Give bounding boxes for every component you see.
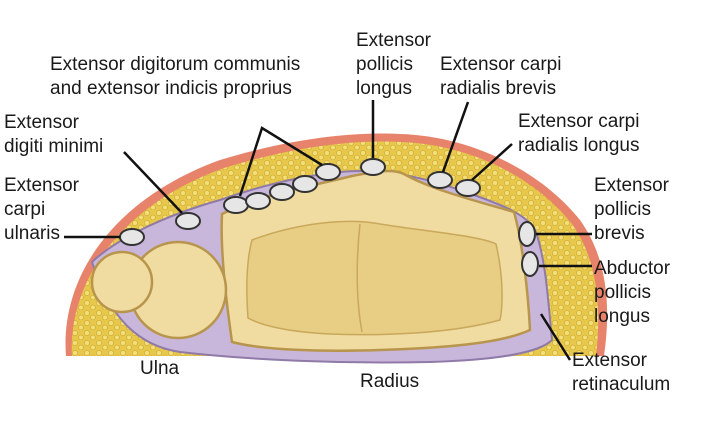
- label-pollicis-longus-line-3: longus: [356, 78, 412, 99]
- label-pollicis-longus-line-2: pollicis: [356, 54, 414, 75]
- label-pollicis-brevis-line-1: Extensor: [594, 175, 669, 196]
- label-digitorum: Extensor digitorum communis and extensor…: [50, 53, 300, 101]
- tendon-digitorum-1: [223, 196, 249, 214]
- radius-ridge: [356, 223, 363, 333]
- label-radialis-brevis: Extensor carpi radialis brevis: [440, 53, 561, 101]
- tendon-digitorum-3: [269, 183, 295, 201]
- tendon-radialis-longus: [455, 179, 481, 197]
- label-pollicis-longus-line-1: Extensor: [356, 30, 431, 51]
- tendon-digitorum-5: [315, 163, 341, 181]
- tendon-digitorum-2: [245, 192, 271, 210]
- label-carpi-ulnaris-line-1: Extensor: [4, 175, 79, 196]
- label-digiti-minimi-line-1: Extensor: [4, 112, 79, 133]
- tendon-pollicis-brevis: [518, 221, 536, 247]
- leader-retinaculum: [539, 313, 572, 361]
- leader-digiti-minimi: [123, 151, 183, 214]
- tendon-carpi-ulnaris: [119, 228, 145, 246]
- label-carpi-ulnaris-line-2: carpi: [4, 199, 46, 220]
- label-pollicis-brevis: Extensor pollicis brevis: [594, 174, 669, 246]
- label-digitorum-line-1: Extensor digitorum communis: [50, 54, 301, 75]
- label-digiti-minimi: Extensor digiti minimi: [4, 111, 103, 159]
- label-radius-text: Radius: [360, 371, 420, 392]
- ulna-styloid: [90, 250, 154, 314]
- radius-articular-surface: [246, 220, 503, 336]
- label-retinaculum-line-1: Extensor: [572, 350, 647, 371]
- label-radialis-brevis-line-2: radialis brevis: [440, 78, 557, 99]
- tendon-digiti-minimi: [175, 212, 201, 230]
- label-abductor-line-3: longus: [594, 306, 650, 327]
- label-digitorum-line-2: and extensor indicis proprius: [50, 78, 292, 99]
- label-pollicis-longus: Extensor pollicis longus: [356, 29, 431, 101]
- label-abductor: Abductor pollicis longus: [594, 257, 670, 329]
- label-pollicis-brevis-line-2: pollicis: [594, 199, 652, 220]
- tendon-abductor: [521, 251, 539, 277]
- label-pollicis-brevis-line-3: brevis: [594, 223, 645, 244]
- label-radius: Radius: [360, 370, 419, 394]
- label-retinaculum: Extensor retinaculum: [572, 349, 670, 397]
- label-radialis-longus-line-2: radialis longus: [518, 135, 640, 156]
- label-radialis-brevis-line-1: Extensor carpi: [440, 54, 562, 75]
- tendon-digitorum-4: [292, 175, 318, 193]
- leader-radialis-brevis: [441, 101, 470, 173]
- leader-lines: [64, 100, 592, 361]
- label-carpi-ulnaris: Extensor carpi ulnaris: [4, 174, 79, 246]
- label-retinaculum-line-2: retinaculum: [572, 374, 671, 395]
- leader-digitorum: [238, 126, 323, 197]
- label-ulna: Ulna: [140, 357, 179, 381]
- label-carpi-ulnaris-line-3: ulnaris: [4, 223, 60, 244]
- tendon-group: [119, 158, 539, 277]
- tendon-radialis-brevis: [427, 171, 453, 189]
- label-digiti-minimi-line-2: digiti minimi: [4, 136, 104, 157]
- leader-radialis-longus: [471, 143, 513, 181]
- tendon-pollicis-longus: [360, 158, 386, 176]
- label-radialis-longus-line-1: Extensor carpi: [518, 111, 640, 132]
- label-abductor-line-1: Abductor: [594, 258, 671, 279]
- label-radialis-longus: Extensor carpi radialis longus: [518, 110, 639, 158]
- label-abductor-line-2: pollicis: [594, 282, 652, 303]
- label-ulna-text: Ulna: [140, 358, 180, 379]
